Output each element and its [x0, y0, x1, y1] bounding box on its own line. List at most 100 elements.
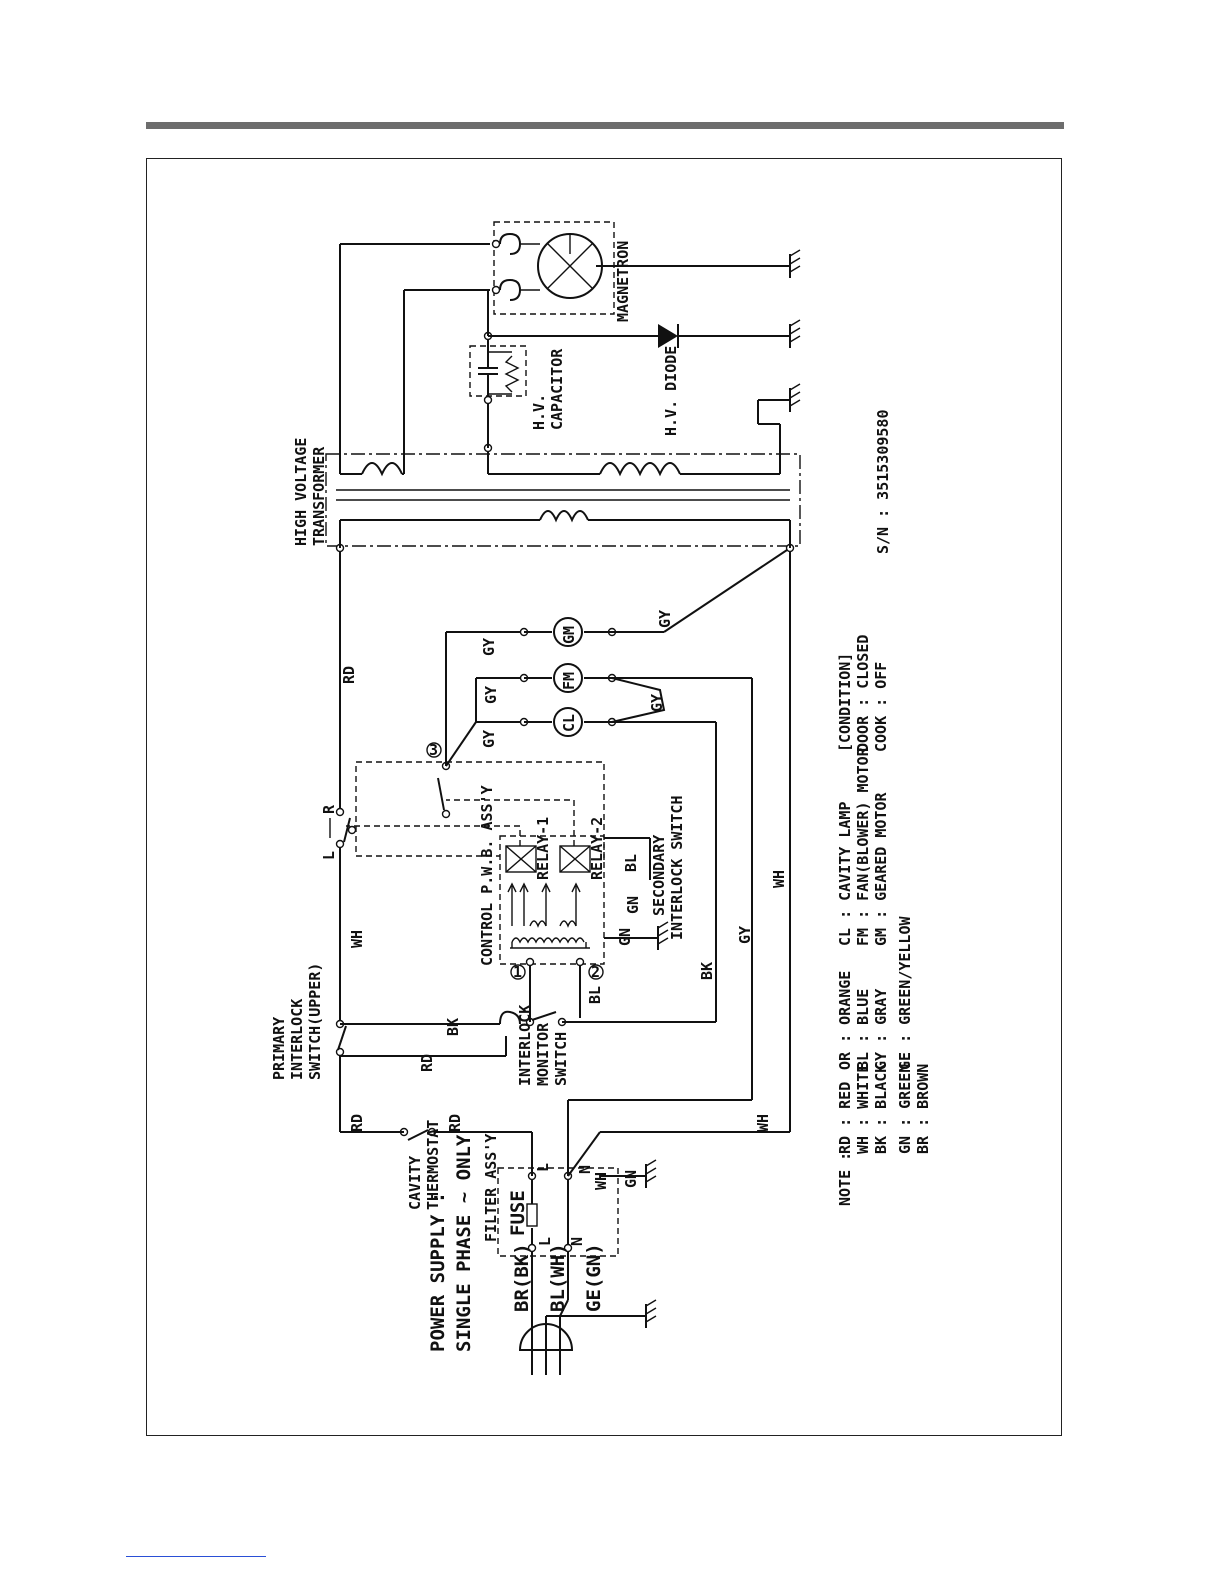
transformer-label-1: HIGH VOLTAGE — [292, 438, 310, 546]
capacitor-box — [469, 345, 527, 397]
wire-wh-diag — [567, 1131, 601, 1177]
wire-rd-label-2: RD — [446, 1114, 464, 1132]
ground-symbol-secondary — [657, 921, 669, 950]
wire-n-in — [559, 1299, 569, 1317]
fan-motor-symbol — [553, 663, 583, 693]
legend-color-bk: BK : BLACK — [872, 1064, 890, 1154]
diagram-frame — [146, 158, 1062, 1436]
magnetron-label: MAGNETRON — [614, 241, 632, 322]
relay-switch-box — [355, 761, 605, 860]
filament-winding — [361, 462, 403, 477]
fuse-label: FUSE — [507, 1190, 529, 1236]
magnetron-filament-top — [499, 232, 522, 255]
wire-rd-label-1: RD — [348, 1114, 366, 1132]
wire-gy-label-4: GY — [480, 730, 498, 748]
ground-symbol-magnetron — [789, 249, 801, 278]
relay1-link — [346, 825, 521, 846]
filter-gn-label: GN — [622, 1170, 640, 1188]
monitor-switch-label-2: MONITOR — [534, 1022, 552, 1086]
wire-gn-label-2: GN — [624, 896, 642, 914]
pcb-pin-2: 2 — [591, 963, 600, 981]
wire-bk-label-1: BK — [444, 1018, 462, 1036]
relay-1-label: RELAY-1 — [534, 817, 552, 880]
thermostat-label-1: CAVITY — [406, 1156, 424, 1210]
wire-wh-label-2: WH — [348, 930, 366, 948]
filter-assy-box — [497, 1167, 619, 1257]
legend-color-ge: GE : GREEN/YELLOW — [896, 916, 914, 1070]
switch-pin-r: R — [320, 804, 338, 814]
condition-title: [CONDITION] — [836, 653, 854, 752]
wire-gy-cl — [445, 721, 477, 767]
load-cl-label: CL — [560, 714, 578, 732]
filter-n-upper-label: N — [576, 1165, 594, 1174]
interlock-monitor-switch-symbol — [499, 1010, 567, 1027]
geared-motor-symbol — [553, 617, 583, 647]
relay2-contacts — [437, 761, 451, 819]
power-plug — [518, 1316, 574, 1375]
wire-gy-label-3: GY — [482, 686, 500, 704]
power-bl-label: BL(WH) — [547, 1243, 569, 1312]
secondary-switch-label-1: SECONDARY — [650, 835, 668, 916]
power-supply-line2: SINGLE PHASE ~ ONLY — [453, 1134, 475, 1352]
relay-2-symbol — [559, 845, 591, 873]
wire-bl-label-1: BL — [586, 986, 604, 1004]
pcb-pin-3: 3 — [429, 741, 438, 759]
cavity-lamp-symbol — [553, 707, 583, 737]
condition-cook: COOK : OFF — [872, 662, 890, 752]
legend-color-wh: WH : WHITE — [854, 1064, 872, 1154]
cavity-thermostat-symbol — [399, 1127, 437, 1141]
wire-wh-label-4: WH — [592, 1172, 610, 1190]
legend-load-3: GM : GEARED MOTOR — [872, 792, 890, 946]
relay2-link — [446, 799, 575, 846]
filter-n-lower-label: N — [568, 1237, 586, 1246]
secondary-switch-label-2: INTERLOCK SWITCH — [668, 796, 686, 941]
thermostat-label-2: THERMOSTAT — [424, 1120, 442, 1210]
transformer-box — [325, 453, 801, 547]
capacitor-label-2: CAPACITOR — [548, 348, 566, 430]
monitor-switch-label-3: SWITCH — [552, 1032, 570, 1086]
filter-l-lower-label: L — [536, 1237, 554, 1246]
header-rule — [146, 122, 1064, 129]
pcb-arrows — [507, 882, 581, 928]
ground-symbol-plug — [645, 1299, 657, 1328]
switch-pin-l: L — [320, 851, 338, 860]
legend-color-gn: GN : GREEN — [896, 1064, 914, 1154]
pcb-circle-1 — [510, 964, 526, 980]
ground-symbol-filter — [645, 1159, 657, 1188]
monitor-switch-label-1: INTERLOCK — [516, 1005, 534, 1086]
filter-assy-label: FILTER ASS'Y — [482, 1134, 500, 1242]
filter-l-upper-label: L — [534, 1163, 552, 1172]
capacitor-label-1: H.V. — [530, 394, 548, 430]
wire-rd-label-4: RD — [340, 666, 358, 684]
legend-load-2: FM : FAN(BLOWER) MOTOR — [854, 746, 872, 946]
wire-gn-label-1: GN — [616, 928, 634, 946]
wire-bl-label-2: BL — [622, 854, 640, 872]
wire-gy-label-5: GY — [656, 610, 674, 628]
primary-switch-label-3: SWITCH(UPPER) — [306, 963, 324, 1080]
hv-winding-coil — [599, 462, 681, 477]
power-br-label: BR(BK) — [511, 1243, 533, 1312]
ground-symbol-transformer — [789, 383, 801, 412]
transformer-label-2: TRANSFORMER — [310, 446, 328, 546]
wire-gy-label-1: GY — [736, 926, 754, 944]
diode-label: H.V. DIODE — [662, 346, 680, 436]
wire-gy-fm-cl-link — [611, 677, 666, 723]
wire-bk-label-2: BK — [698, 962, 716, 980]
legend-color-bl: BL : BLUE — [854, 989, 872, 1070]
capacitor-resistor — [504, 355, 520, 393]
wire-gy-label-2: GY — [480, 638, 498, 656]
load-fm-label: FM — [560, 672, 578, 690]
wire-wh-label-3: WH — [754, 1114, 772, 1132]
legend-color-rd: RD : RED — [836, 1082, 854, 1154]
power-supply-line1: POWER SUPPLY : — [427, 1192, 449, 1352]
magnetron-filament-bottom — [499, 278, 522, 301]
wire-gy-transformer — [663, 547, 791, 633]
legend-color-or: OR : ORANGE — [836, 971, 854, 1070]
pcb-circle-3 — [426, 742, 442, 758]
legend-color-br: BR : BROWN — [914, 1064, 932, 1154]
primary-switch-label-1: PRIMARY — [270, 1017, 288, 1080]
wire-gy-label-6: GY — [648, 694, 666, 712]
pcb-pin-1: 1 — [513, 963, 522, 981]
control-pwb-box — [499, 835, 605, 965]
